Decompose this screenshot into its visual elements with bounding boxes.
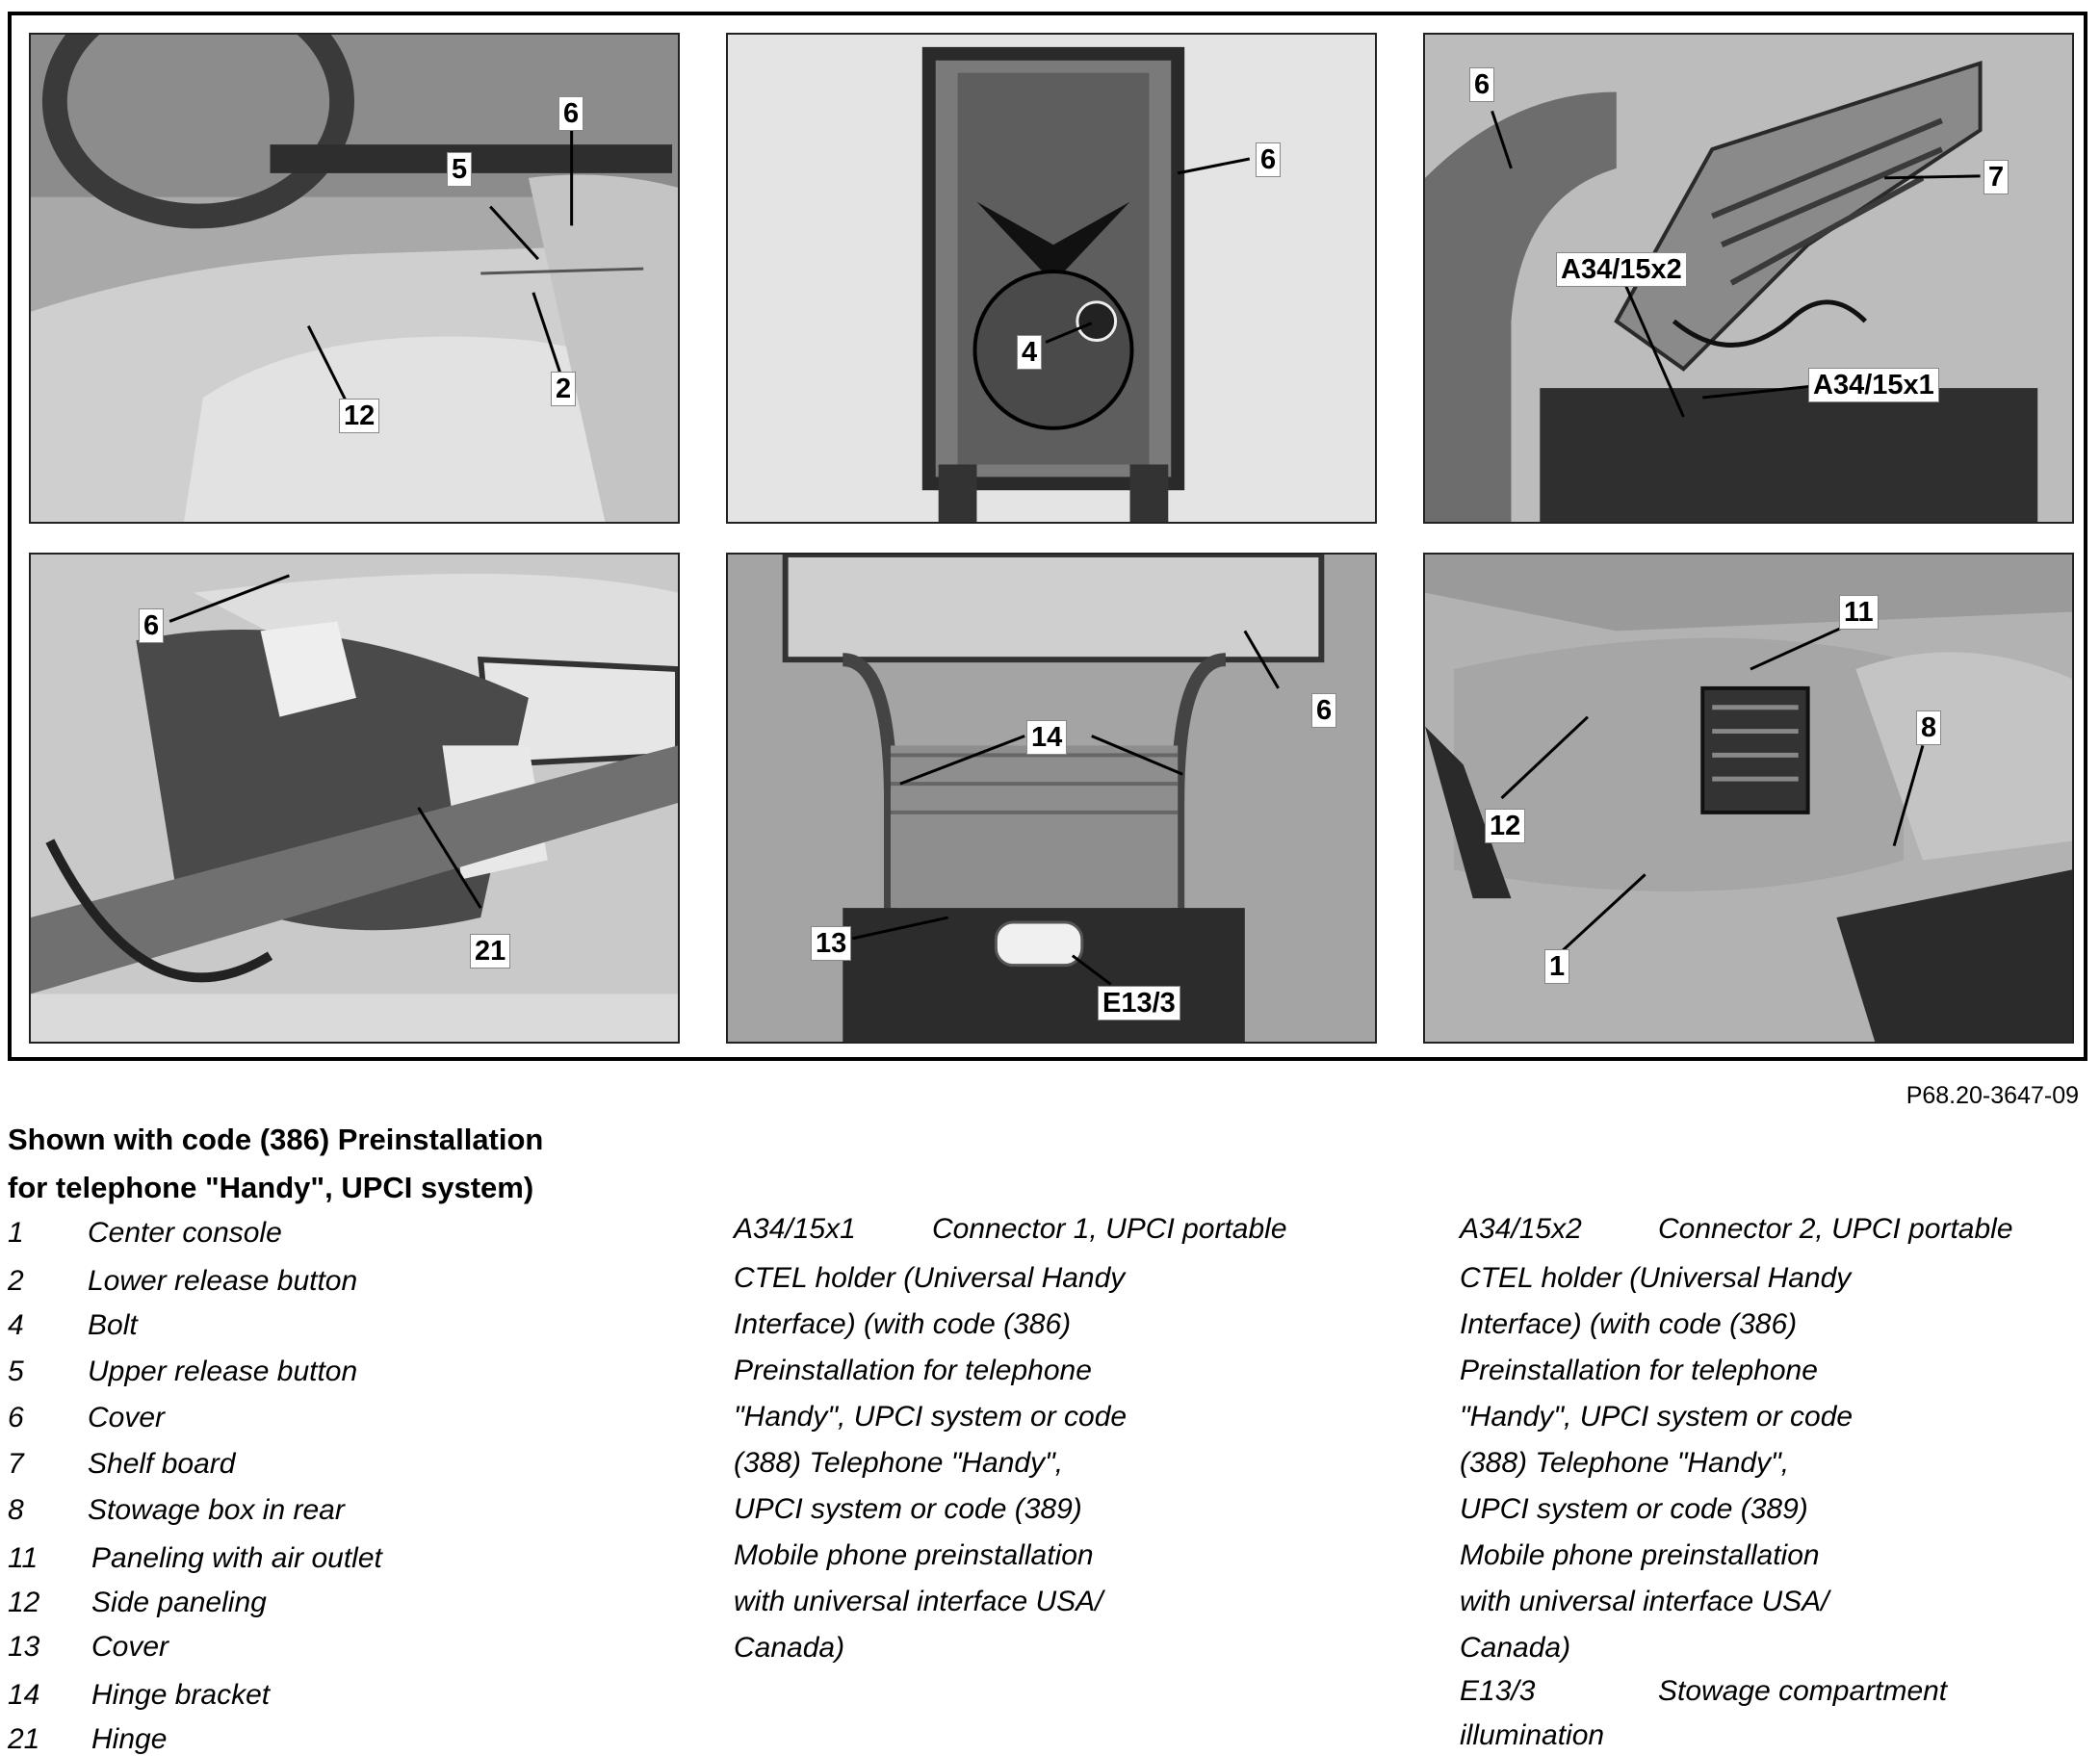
caption-line-1: Shown with code (386) Preinstallation [8,1123,544,1156]
callout-panel1-5: 5 [447,152,473,187]
leader-lines [851,630,1280,986]
legend-title-a34-15x2: Connector 2, UPCI portable [1658,1213,2013,1245]
legend-num: 4 [8,1309,24,1341]
legend-text: Shelf board [88,1448,236,1480]
legend-num: 8 [8,1494,24,1526]
callout-panel1-6: 6 [558,96,584,131]
hinge-illustration [31,555,678,1042]
legend-num: 6 [8,1402,24,1433]
armrest-connectors-illustration [1425,35,2072,522]
legend-text: Side paneling [91,1587,267,1618]
caption-line-2: for telephone "Handy", UPCI system) [8,1171,534,1204]
legend-num: 1 [8,1217,24,1249]
legend-title-a34-15x1: Connector 1, UPCI portable [932,1213,1287,1245]
legend-num: 21 [8,1723,40,1755]
callout-panel1-12: 12 [339,399,380,433]
rear-paneling-illustration [1425,555,2072,1042]
legend-text: Bolt [88,1309,138,1341]
stowage-compartment-illustration [728,555,1375,1042]
legend-num: 13 [8,1631,40,1663]
leader-lines [306,130,574,403]
leader-lines [1491,110,1981,418]
callout-panel3-a34-15x2: A34/15x2 [1556,252,1687,287]
callout-panel6-11: 11 [1839,595,1879,630]
leader-lines [169,574,482,909]
legend-text: Stowage box in rear [88,1494,345,1526]
callout-panel5-6: 6 [1311,693,1337,728]
legend-code-a34-15x2: A34/15x2 [1460,1213,1582,1245]
photo-panel-3: 6 7 A34/15x2 A34/15x1 [1423,33,2074,524]
legend-code-a34-15x1: A34/15x1 [734,1213,856,1245]
callout-panel6-8: 8 [1916,710,1942,745]
figure-id: P68.20-3647-09 [1906,1082,2079,1109]
callout-panel5-13: 13 [811,926,852,961]
legend-text: Lower release button [88,1265,358,1297]
legend-text: Upper release button [88,1356,358,1387]
legend-desc-a34-15x1: CTEL holder (Universal Handy Interface) … [734,1262,1128,1664]
legend-num: 2 [8,1265,24,1297]
legend-text: Hinge [91,1723,168,1755]
callout-panel6-12: 12 [1485,809,1526,843]
legend-text: Cover [91,1631,169,1663]
callout-panel5-e13-3: E13/3 [1098,986,1180,1020]
callout-panel2-4: 4 [1017,335,1043,370]
callout-panel3-7: 7 [1983,160,2009,194]
legend-text: Paneling with air outlet [91,1542,382,1574]
photo-panel-1: 6 5 2 12 [29,33,680,524]
callout-panel1-2: 2 [551,372,577,406]
legend-num: 14 [8,1679,40,1711]
legend-title-e13-3: Stowage compartment [1658,1675,1948,1707]
callout-panel3-a34-15x1: A34/15x1 [1808,368,1939,402]
legend-desc-e13-3: illumination [1460,1719,1605,1751]
armrest-bolt-illustration [728,35,1375,522]
callout-panel6-1: 1 [1544,949,1570,984]
leader-lines [1045,157,1251,344]
legend-num: 5 [8,1356,24,1387]
callout-panel4-6: 6 [139,608,165,643]
callout-panel5-14: 14 [1026,720,1068,755]
legend-num: 11 [8,1542,39,1574]
callout-panel2-6: 6 [1256,142,1282,177]
legend-text: Center console [88,1217,282,1249]
legend-desc-a34-15x2: CTEL holder (Universal Handy Interface) … [1460,1262,1854,1664]
callout-panel3-6: 6 [1469,67,1495,102]
legend-text: Hinge bracket [91,1679,271,1711]
callout-panel4-21: 21 [470,934,511,968]
legend-a34-15x2-row: A34/15x2 Connector 2, UPCI portable [1460,1213,2013,1246]
figure-frame: 6 5 2 12 6 4 [8,12,2087,1061]
legend-text: Cover [88,1402,166,1433]
legend-a34-15x1-row: A34/15x1 Connector 1, UPCI portable [734,1213,1287,1246]
legend-code-e13-3: E13/3 [1460,1675,1536,1707]
legend-num: 12 [8,1587,40,1618]
photo-panel-4: 6 21 [29,553,680,1044]
photo-panel-5: 14 6 13 E13/3 [726,553,1377,1044]
legend-e13-3-row: E13/3 Stowage compartment [1460,1675,1947,1708]
photo-panel-6: 11 8 12 1 [1423,553,2074,1044]
leader-lines [1500,620,1925,955]
photo-panel-2: 6 4 [726,33,1377,524]
legend-num: 7 [8,1448,24,1480]
